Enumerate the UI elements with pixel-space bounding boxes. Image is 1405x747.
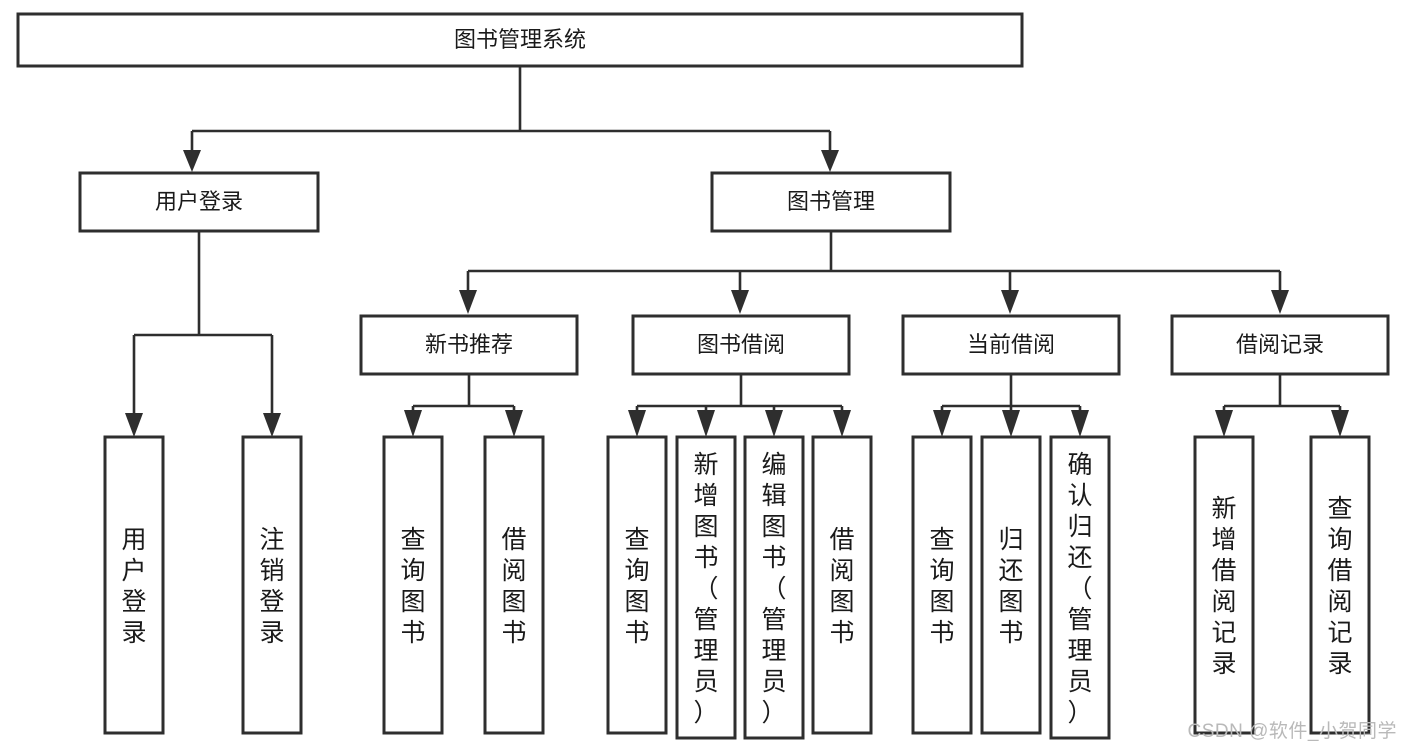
leaf-query-book-nbr-label: 查询图书 bbox=[400, 526, 425, 647]
leaf-user-login-box bbox=[103, 435, 165, 735]
node-root-label: 图书管理系统 bbox=[454, 27, 586, 52]
leaf-borrow-book-bb-box bbox=[811, 435, 873, 735]
leaf-confirm-return-admin-box bbox=[1049, 435, 1111, 740]
node-new-book-recommend-box bbox=[359, 314, 579, 376]
node-book-borrow[interactable]: 图书借阅 bbox=[631, 314, 851, 376]
node-current-borrow[interactable]: 当前借阅 bbox=[901, 314, 1121, 376]
leaf-user-login[interactable]: 用户登录 bbox=[103, 435, 165, 735]
node-current-borrow-box bbox=[901, 314, 1121, 376]
leaf-borrow-book-nbr-box bbox=[483, 435, 545, 735]
node-book-management-label: 图书管理 bbox=[787, 189, 875, 214]
arrow-bb-1 bbox=[628, 410, 646, 437]
arrow-cb-1 bbox=[933, 410, 951, 437]
node-new-book-recommend[interactable]: 新书推荐 bbox=[359, 314, 579, 376]
arrow-to-logout-leaf bbox=[263, 413, 281, 437]
arrow-to-user-login-leaf bbox=[125, 413, 143, 437]
arrow-bb-4 bbox=[833, 410, 851, 437]
leaf-add-book-admin-label: 新增图书（管理员） bbox=[693, 451, 718, 727]
node-borrow-record[interactable]: 借阅记录 bbox=[1170, 314, 1390, 376]
arrow-to-user-login bbox=[183, 150, 201, 172]
leaf-borrow-book-bb-label: 借阅图书 bbox=[829, 526, 854, 647]
arrow-to-borrow-record bbox=[1271, 290, 1289, 314]
connector-root-to-level2 bbox=[183, 66, 839, 172]
leaf-borrow-book-nbr-label: 借阅图书 bbox=[501, 526, 526, 647]
leaf-edit-book-admin[interactable]: 编辑图书（管理员） bbox=[743, 435, 805, 740]
node-user-login-box bbox=[78, 171, 320, 233]
leaf-query-book-cb-label: 查询图书 bbox=[929, 526, 954, 647]
leaf-confirm-return-admin-label: 确认归还（管理员） bbox=[1067, 451, 1092, 727]
leaf-add-book-admin[interactable]: 新增图书（管理员） bbox=[675, 435, 737, 740]
leaf-add-borrow-record[interactable]: 新增借阅记录 bbox=[1193, 435, 1255, 735]
leaf-add-borrow-record-box bbox=[1193, 435, 1255, 735]
arrow-nbr-2 bbox=[505, 410, 523, 437]
leaf-logout-label: 注销登录 bbox=[259, 526, 284, 647]
leaf-query-borrow-record[interactable]: 查询借阅记录 bbox=[1309, 435, 1371, 735]
arrow-to-book-borrow bbox=[731, 290, 749, 314]
leaf-query-book-cb-box bbox=[911, 435, 973, 735]
arrow-bb-3 bbox=[765, 410, 783, 437]
connector-new-book-recommend-to-leaves bbox=[404, 374, 523, 437]
arrow-to-new-book-recommend bbox=[459, 290, 477, 314]
leaf-return-book-label: 归还图书 bbox=[998, 526, 1023, 647]
node-user-login-label: 用户登录 bbox=[155, 189, 243, 214]
leaf-query-borrow-record-label: 查询借阅记录 bbox=[1327, 495, 1352, 678]
leaf-query-book-bb-box bbox=[606, 435, 668, 735]
leaf-edit-book-admin-box bbox=[743, 435, 805, 740]
arrow-cb-3 bbox=[1071, 410, 1089, 437]
leaf-edit-book-admin-label: 编辑图书（管理员） bbox=[761, 451, 786, 727]
arrow-nbr-1 bbox=[404, 410, 422, 437]
arrow-cb-2 bbox=[1002, 410, 1020, 437]
arrow-to-book-management bbox=[821, 150, 839, 172]
node-book-borrow-label: 图书借阅 bbox=[697, 332, 785, 357]
node-user-login[interactable]: 用户登录 bbox=[78, 171, 320, 233]
node-root-book-management-system[interactable]: 图书管理系统 bbox=[16, 12, 1024, 68]
node-borrow-record-label: 借阅记录 bbox=[1236, 332, 1324, 357]
connector-book-borrow-to-leaves bbox=[628, 374, 851, 437]
leaf-return-book-box bbox=[980, 435, 1042, 735]
connector-borrow-record-to-leaves bbox=[1215, 374, 1349, 437]
arrow-to-current-borrow bbox=[1001, 290, 1019, 314]
leaf-add-borrow-record-label: 新增借阅记录 bbox=[1211, 495, 1236, 678]
node-book-management[interactable]: 图书管理 bbox=[710, 171, 952, 233]
leaf-confirm-return-admin[interactable]: 确认归还（管理员） bbox=[1049, 435, 1111, 740]
node-root-box bbox=[16, 12, 1024, 68]
arrow-bb-2 bbox=[697, 410, 715, 437]
connector-book-management-to-level3 bbox=[459, 231, 1289, 314]
arrow-br-1 bbox=[1215, 410, 1233, 437]
leaf-logout-box bbox=[241, 435, 303, 735]
leaf-user-login-label: 用户登录 bbox=[121, 526, 146, 647]
leaf-borrow-book-bb[interactable]: 借阅图书 bbox=[811, 435, 873, 735]
node-new-book-recommend-label: 新书推荐 bbox=[425, 332, 513, 357]
leaf-query-book-nbr[interactable]: 查询图书 bbox=[382, 435, 444, 735]
connector-current-borrow-to-leaves bbox=[933, 374, 1089, 437]
leaf-logout[interactable]: 注销登录 bbox=[241, 435, 303, 735]
leaf-query-book-bb[interactable]: 查询图书 bbox=[606, 435, 668, 735]
leaf-return-book[interactable]: 归还图书 bbox=[980, 435, 1042, 735]
csdn-watermark: CSDN @软件_小贺同学 bbox=[1187, 721, 1397, 742]
leaf-query-book-bb-label: 查询图书 bbox=[624, 526, 649, 647]
leaf-query-book-nbr-box bbox=[382, 435, 444, 735]
leaf-query-book-cb[interactable]: 查询图书 bbox=[911, 435, 973, 735]
arrow-br-2 bbox=[1331, 410, 1349, 437]
leaf-add-book-admin-box bbox=[675, 435, 737, 740]
node-current-borrow-label: 当前借阅 bbox=[967, 332, 1055, 357]
leaf-borrow-book-nbr[interactable]: 借阅图书 bbox=[483, 435, 545, 735]
leaf-query-borrow-record-box bbox=[1309, 435, 1371, 735]
connector-user-login-to-leaves bbox=[125, 231, 281, 437]
